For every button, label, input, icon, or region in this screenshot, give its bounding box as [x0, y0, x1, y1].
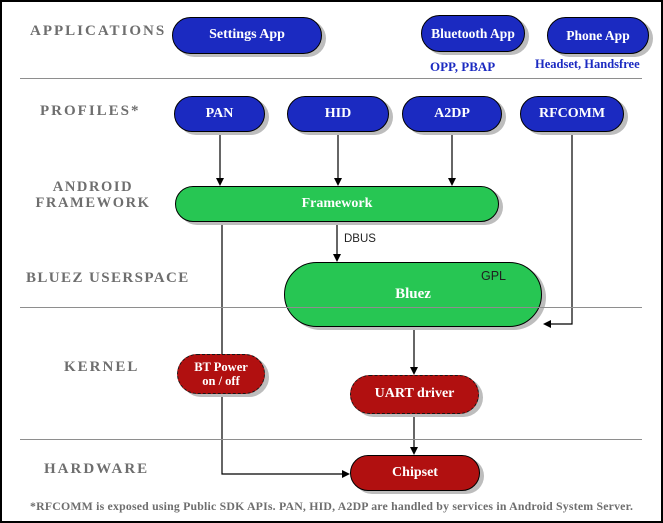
node-rfcomm: RFCOMM — [520, 96, 624, 132]
node-a2dp: A2DP — [402, 96, 502, 132]
node-uart-driver-label: UART driver — [374, 386, 455, 402]
caption-dbus: DBUS — [344, 233, 376, 245]
node-bluez: Bluez — [284, 262, 542, 327]
arrowhead-uart-chipset — [410, 447, 418, 455]
node-hid: HID — [287, 96, 389, 132]
wire-rfcomm-to-bluez — [550, 132, 573, 325]
node-bt-power-label-line1: BT Power — [194, 359, 248, 374]
node-framework: Framework — [175, 186, 499, 222]
section-label-hardware: HARDWARE — [44, 461, 150, 477]
node-pan: PAN — [174, 96, 265, 132]
node-phone-app-label: Phone App — [566, 27, 630, 43]
arrowhead-hid-framework — [334, 178, 342, 186]
footnote: *RFCOMM is exposed using Public SDK APIs… — [30, 499, 634, 513]
section-label-applications: APPLICATIONS — [30, 23, 167, 39]
node-bt-power: BT Power on / off — [177, 354, 265, 394]
node-phone-app: Phone App — [547, 17, 649, 54]
node-chipset: Chipset — [350, 455, 480, 491]
node-chipset-label: Chipset — [392, 464, 438, 480]
divider-kernel-hardware — [20, 439, 642, 440]
node-settings-app: Settings App — [172, 17, 322, 54]
divider-bluez-kernel — [20, 307, 642, 308]
section-label-kernel: KERNEL — [64, 359, 140, 375]
caption-gpl: GPL — [481, 269, 507, 283]
node-hid-label: HID — [324, 105, 352, 121]
section-label-bluez-userspace: BLUEZ USERSPACE — [26, 270, 190, 286]
node-pan-label: PAN — [205, 105, 234, 121]
section-label-android-framework: ANDROID FRAMEWORK — [35, 179, 151, 211]
node-bt-power-label-line2: on / off — [202, 374, 240, 388]
arrowhead-a2dp-framework — [448, 178, 456, 186]
node-settings-app-label: Settings App — [209, 27, 285, 43]
arrowhead-pan-framework — [216, 178, 224, 186]
caption-bluetooth-app-profiles: OPP, PBAP — [430, 59, 496, 74]
node-a2dp-label: A2DP — [434, 105, 470, 121]
arrowhead-framework-chipset — [342, 470, 350, 478]
node-framework-label: Framework — [301, 195, 373, 211]
arrowhead-dbus-bluez — [333, 254, 341, 262]
wire-framework-to-chipset-via-btpower — [221, 222, 343, 475]
divider-applications-profiles — [20, 78, 642, 79]
node-bluetooth-app-label: Bluetooth App — [431, 25, 515, 41]
node-uart-driver: UART driver — [350, 375, 479, 414]
section-label-profiles: PROFILES* — [40, 103, 141, 119]
node-bluetooth-app: Bluetooth App — [421, 15, 525, 52]
caption-phone-app-profiles: Headset, Handsfree — [535, 57, 640, 71]
arrowhead-bluez-uart — [410, 367, 418, 375]
node-bluez-label: Bluez — [395, 285, 431, 302]
node-rfcomm-label: RFCOMM — [538, 105, 606, 121]
arrowhead-rfcomm-bluez — [543, 320, 551, 328]
